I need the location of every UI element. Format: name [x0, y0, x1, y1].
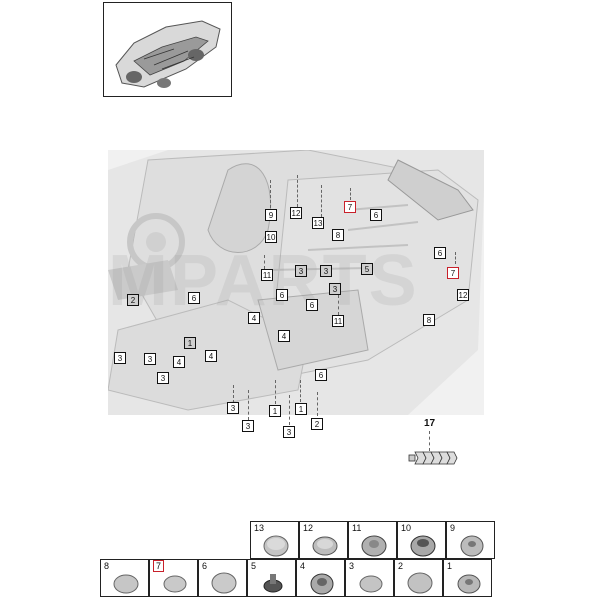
callout: 13 — [312, 217, 324, 229]
part-cell[interactable]: 9 — [446, 521, 495, 559]
part-number: 10 — [401, 523, 412, 533]
callout: 3 — [295, 265, 307, 277]
callout: 6 — [188, 292, 200, 304]
part-number: 3 — [349, 561, 355, 571]
leader-line — [338, 295, 339, 315]
leader-line — [248, 390, 249, 420]
plug-icon — [211, 572, 237, 594]
grommet-icon — [263, 535, 289, 557]
callout: 2 — [127, 294, 139, 306]
leader-line — [270, 180, 271, 208]
part-cell[interactable]: 12 — [299, 521, 348, 559]
grommet-icon — [410, 535, 436, 557]
vehicle-overview-thumbnail — [103, 2, 232, 97]
callout: 4 — [248, 312, 260, 324]
callout: 9 — [265, 209, 277, 221]
part-cell[interactable]: 10 — [397, 521, 446, 559]
leader-line — [429, 431, 430, 451]
plug-icon — [113, 574, 139, 594]
callout: 1 — [295, 403, 307, 415]
leader-line — [350, 188, 351, 200]
callout: 5 — [361, 263, 373, 275]
part-number: 8 — [104, 561, 110, 571]
leader-line — [455, 252, 456, 264]
leader-line — [289, 395, 290, 425]
plug-icon — [163, 575, 187, 593]
callout: 6 — [370, 209, 382, 221]
callout: 12 — [290, 207, 302, 219]
leader-line — [275, 380, 276, 404]
part-cell[interactable]: 13 — [250, 521, 299, 559]
part-cell[interactable]: 1 — [443, 559, 492, 597]
callout: 8 — [423, 314, 435, 326]
callout: 4 — [205, 350, 217, 362]
leader-line — [233, 385, 234, 403]
callout: 3 — [227, 402, 239, 414]
part-number: 2 — [398, 561, 404, 571]
part-number: 1 — [447, 561, 453, 571]
part-cell[interactable]: 4 — [296, 559, 345, 597]
callout: 3 — [157, 372, 169, 384]
callout: 1 — [184, 337, 196, 349]
legend-clip-strip: 17 — [407, 418, 461, 470]
callout: 6 — [434, 247, 446, 259]
part-number: 5 — [251, 561, 257, 571]
callout: 3 — [320, 265, 332, 277]
grommet-icon — [310, 573, 334, 595]
leader-line — [297, 175, 298, 207]
callout: 3 — [114, 352, 126, 364]
callout: 8 — [332, 229, 344, 241]
callout: 11 — [332, 315, 344, 327]
clip-icon — [263, 574, 283, 593]
part-cell[interactable]: 3 — [345, 559, 394, 597]
callout: 6 — [276, 289, 288, 301]
callout: 7 — [344, 201, 356, 213]
callout: 3 — [144, 353, 156, 365]
callout: 4 — [278, 330, 290, 342]
grommet-icon — [361, 535, 387, 557]
part-cell[interactable]: 5 — [247, 559, 296, 597]
plug-icon — [407, 572, 433, 594]
grommet-icon — [457, 574, 481, 594]
callout: 10 — [265, 231, 277, 243]
callout: 1 — [269, 405, 281, 417]
leader-line — [264, 255, 265, 269]
callout: 3 — [242, 420, 254, 432]
part-cell[interactable]: 11 — [348, 521, 397, 559]
legend-number: 17 — [424, 418, 436, 429]
car-underbody-illustration — [115, 20, 221, 88]
callout: 4 — [173, 356, 185, 368]
leader-line — [321, 185, 322, 217]
part-number: 9 — [450, 523, 456, 533]
callout: 12 — [457, 289, 469, 301]
parts-table: 13 12 11 10 9 8 7 6 5 4 3 2 — [100, 521, 500, 599]
part-number: 11 — [352, 523, 362, 533]
clip-strip-icon — [408, 451, 458, 465]
part-number-highlighted: 7 — [153, 560, 165, 572]
callout: 6 — [315, 369, 327, 381]
grommet-icon — [460, 535, 484, 557]
callout: 6 — [306, 299, 318, 311]
plug-icon — [312, 536, 338, 556]
leader-line — [317, 392, 318, 416]
callout: 3 — [329, 283, 341, 295]
part-number: 4 — [300, 561, 306, 571]
callout: 3 — [283, 426, 295, 438]
leader-line — [300, 380, 301, 402]
part-cell[interactable]: 8 — [100, 559, 149, 597]
plug-icon — [359, 575, 383, 593]
callout: 7 — [447, 267, 459, 279]
callout: 11 — [261, 269, 273, 281]
part-cell[interactable]: 2 — [394, 559, 443, 597]
part-number: 13 — [254, 523, 265, 533]
callout: 2 — [311, 418, 323, 430]
part-cell[interactable]: 7 — [149, 559, 198, 597]
part-number: 6 — [202, 561, 208, 571]
part-cell[interactable]: 6 — [198, 559, 247, 597]
part-number: 12 — [303, 523, 314, 533]
